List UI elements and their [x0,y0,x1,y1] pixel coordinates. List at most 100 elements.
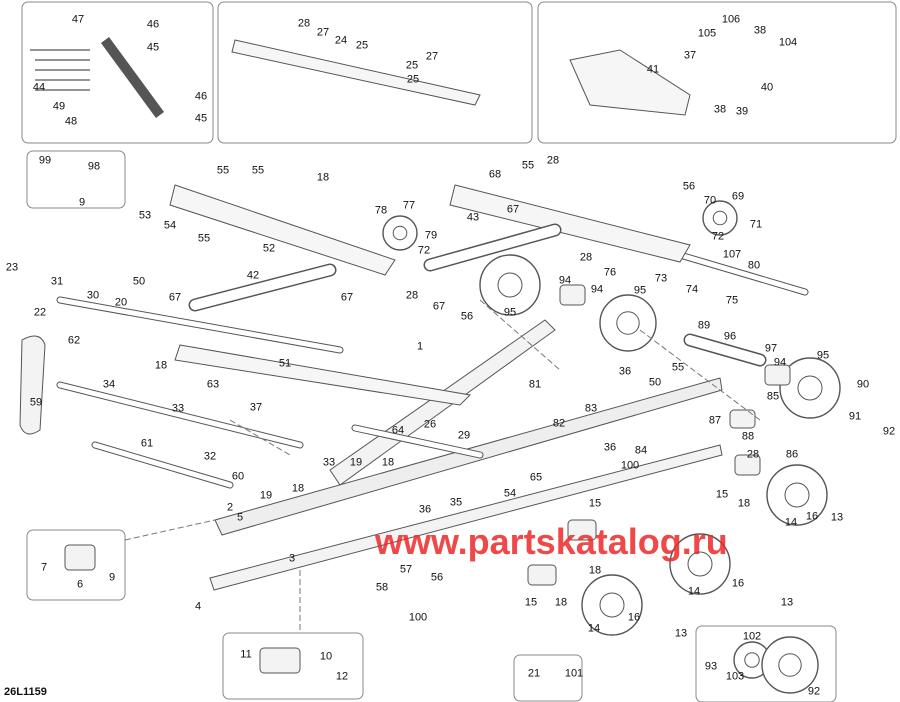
callout-56: 56 [460,310,474,323]
callout-33: 33 [322,456,336,469]
callout-90: 90 [856,378,870,391]
callout-23: 23 [5,261,19,274]
callout-14: 14 [687,585,701,598]
shaft-fill [57,382,303,448]
callout-82: 82 [552,417,566,430]
callout-76: 76 [603,266,617,279]
callout-93: 93 [704,660,718,673]
callout-20: 20 [114,296,128,309]
callout-42: 42 [246,269,260,282]
callout-44: 44 [32,81,46,94]
front-arm [169,184,396,276]
callout-30: 30 [86,289,100,302]
callout-13: 13 [674,627,688,640]
inset-box [21,1,214,144]
callout-18: 18 [291,482,305,495]
callout-3: 3 [288,552,296,565]
callout-80: 80 [747,259,761,272]
callout-55: 55 [521,159,535,172]
callout-18: 18 [737,497,751,510]
callout-43: 43 [466,211,480,224]
callout-46: 46 [194,90,208,103]
callout-18: 18 [154,359,168,372]
callout-101: 101 [564,667,584,680]
callout-21: 21 [527,667,541,680]
bracket [527,564,557,586]
callout-94: 94 [558,274,572,287]
callout-81: 81 [528,378,542,391]
slide-bumper [19,335,46,435]
callout-60: 60 [231,470,245,483]
callout-15: 15 [588,497,602,510]
inset-box [695,625,837,702]
callout-94: 94 [773,356,787,369]
callout-94: 94 [590,283,604,296]
callout-67: 67 [506,203,520,216]
callout-79: 79 [424,229,438,242]
callout-87: 87 [708,414,722,427]
callout-69: 69 [731,190,745,203]
idler-wheel [766,464,828,526]
callout-4: 4 [194,600,202,613]
callout-105: 105 [697,27,717,40]
callout-16: 16 [805,510,819,523]
callout-56: 56 [430,571,444,584]
shock-fill [190,265,335,310]
inset-pivot [569,49,691,116]
callout-24: 24 [334,34,348,47]
callout-26: 26 [423,418,437,431]
drawing-code: 26L1159 [4,686,47,698]
callout-68: 68 [488,168,502,181]
callout-72: 72 [711,230,725,243]
wheel-hub [784,482,810,508]
callout-78: 78 [374,204,388,217]
callout-107: 107 [722,248,742,261]
callout-5: 5 [236,511,244,524]
rear-arm [449,184,691,263]
callout-39: 39 [735,105,749,118]
wheel-hub [687,551,713,577]
callout-36: 36 [603,441,617,454]
idler-wheel [479,254,541,316]
callout-67: 67 [432,300,446,313]
inset-box [537,1,897,144]
wheel-hub [778,653,802,677]
callout-48: 48 [64,115,78,128]
skid-rail-lower [209,444,723,591]
callout-46: 46 [146,18,160,31]
callout-12: 12 [335,670,349,683]
callout-15: 15 [715,488,729,501]
callout-100: 100 [408,611,428,624]
callout-32: 32 [203,450,217,463]
callout-19: 19 [259,489,273,502]
callout-18: 18 [554,596,568,609]
callout-100: 100 [620,459,640,472]
callout-40: 40 [760,81,774,94]
inset-arm [231,39,481,106]
wheel-hub [744,652,760,668]
inset-box [222,632,364,700]
callout-55: 55 [216,164,230,177]
callout-38: 38 [753,24,767,37]
callout-97: 97 [764,342,778,355]
callout-45: 45 [194,112,208,125]
watermark: www.partskatalog.ru [375,521,728,562]
callout-104: 104 [778,36,798,49]
callout-28: 28 [546,154,560,167]
inset-shock [100,37,165,118]
inset-box [26,150,126,209]
callout-103: 103 [725,670,745,683]
callout-95: 95 [816,349,830,362]
callout-16: 16 [731,577,745,590]
callout-16: 16 [627,611,641,624]
idler-wheel [382,215,418,251]
callout-18: 18 [381,456,395,469]
callout-91: 91 [848,410,862,423]
callout-75: 75 [725,294,739,307]
callout-6: 6 [76,578,84,591]
bracket [559,284,586,306]
callout-67: 67 [168,291,182,304]
callout-92: 92 [807,685,821,698]
callout-28: 28 [297,17,311,30]
